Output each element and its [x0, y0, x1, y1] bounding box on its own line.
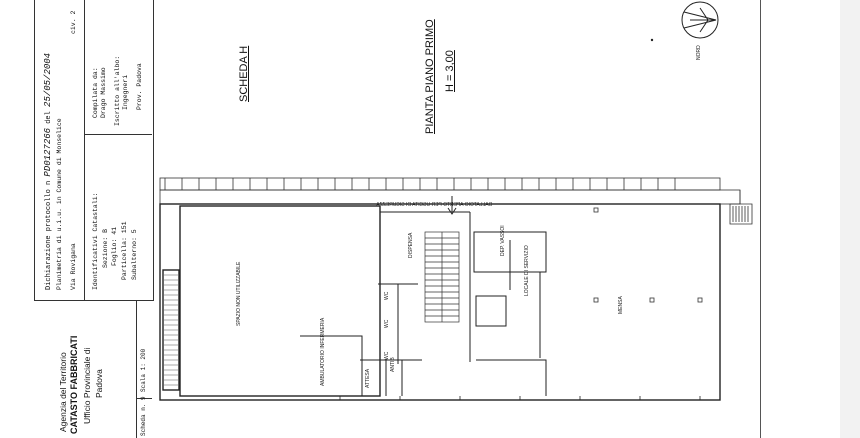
room-deposito: DEP. VASSOI [500, 225, 506, 256]
scala-divider [136, 398, 152, 399]
access-arrow [447, 196, 457, 215]
room-locale: LOCALE DI SERVIZIO [524, 245, 530, 296]
room-attesa: ATTESA [365, 368, 371, 388]
north-arrow-icon [681, 1, 719, 39]
sheet-border [760, 0, 761, 438]
dot-mark [650, 38, 654, 42]
agenzia-divider [136, 300, 137, 438]
title-block [34, 0, 154, 301]
ballatoio-strip [159, 177, 753, 225]
building-outline [159, 203, 721, 401]
room-ambulatorio: AMBULATORIO INFERMERIA [320, 317, 326, 386]
title-block-divider-h [84, 134, 152, 135]
main-stair [424, 231, 460, 323]
interior-walls [300, 206, 547, 396]
nord-label: NORD [696, 45, 702, 60]
room-wc-3: WC [384, 351, 390, 360]
ballatoio-label: BALLATOIO APERTO PER USCITA DI SICUREZZA [376, 202, 492, 208]
column-markers [593, 207, 703, 303]
room-antib: ANTIB [390, 357, 396, 372]
sheet-edge-shadow [840, 0, 860, 438]
room-mensa: MENSA [618, 296, 624, 314]
room-wc-2: WC [384, 319, 390, 328]
bottom-wall [160, 396, 720, 401]
room-wc-1: WC [384, 291, 390, 300]
left-stair-hatch [164, 274, 178, 386]
title-block-divider [84, 0, 85, 300]
room-dispensa: DISPENSA [408, 232, 414, 258]
room-spazio: SPAZIO NON UTILIZZABILE [236, 261, 242, 326]
